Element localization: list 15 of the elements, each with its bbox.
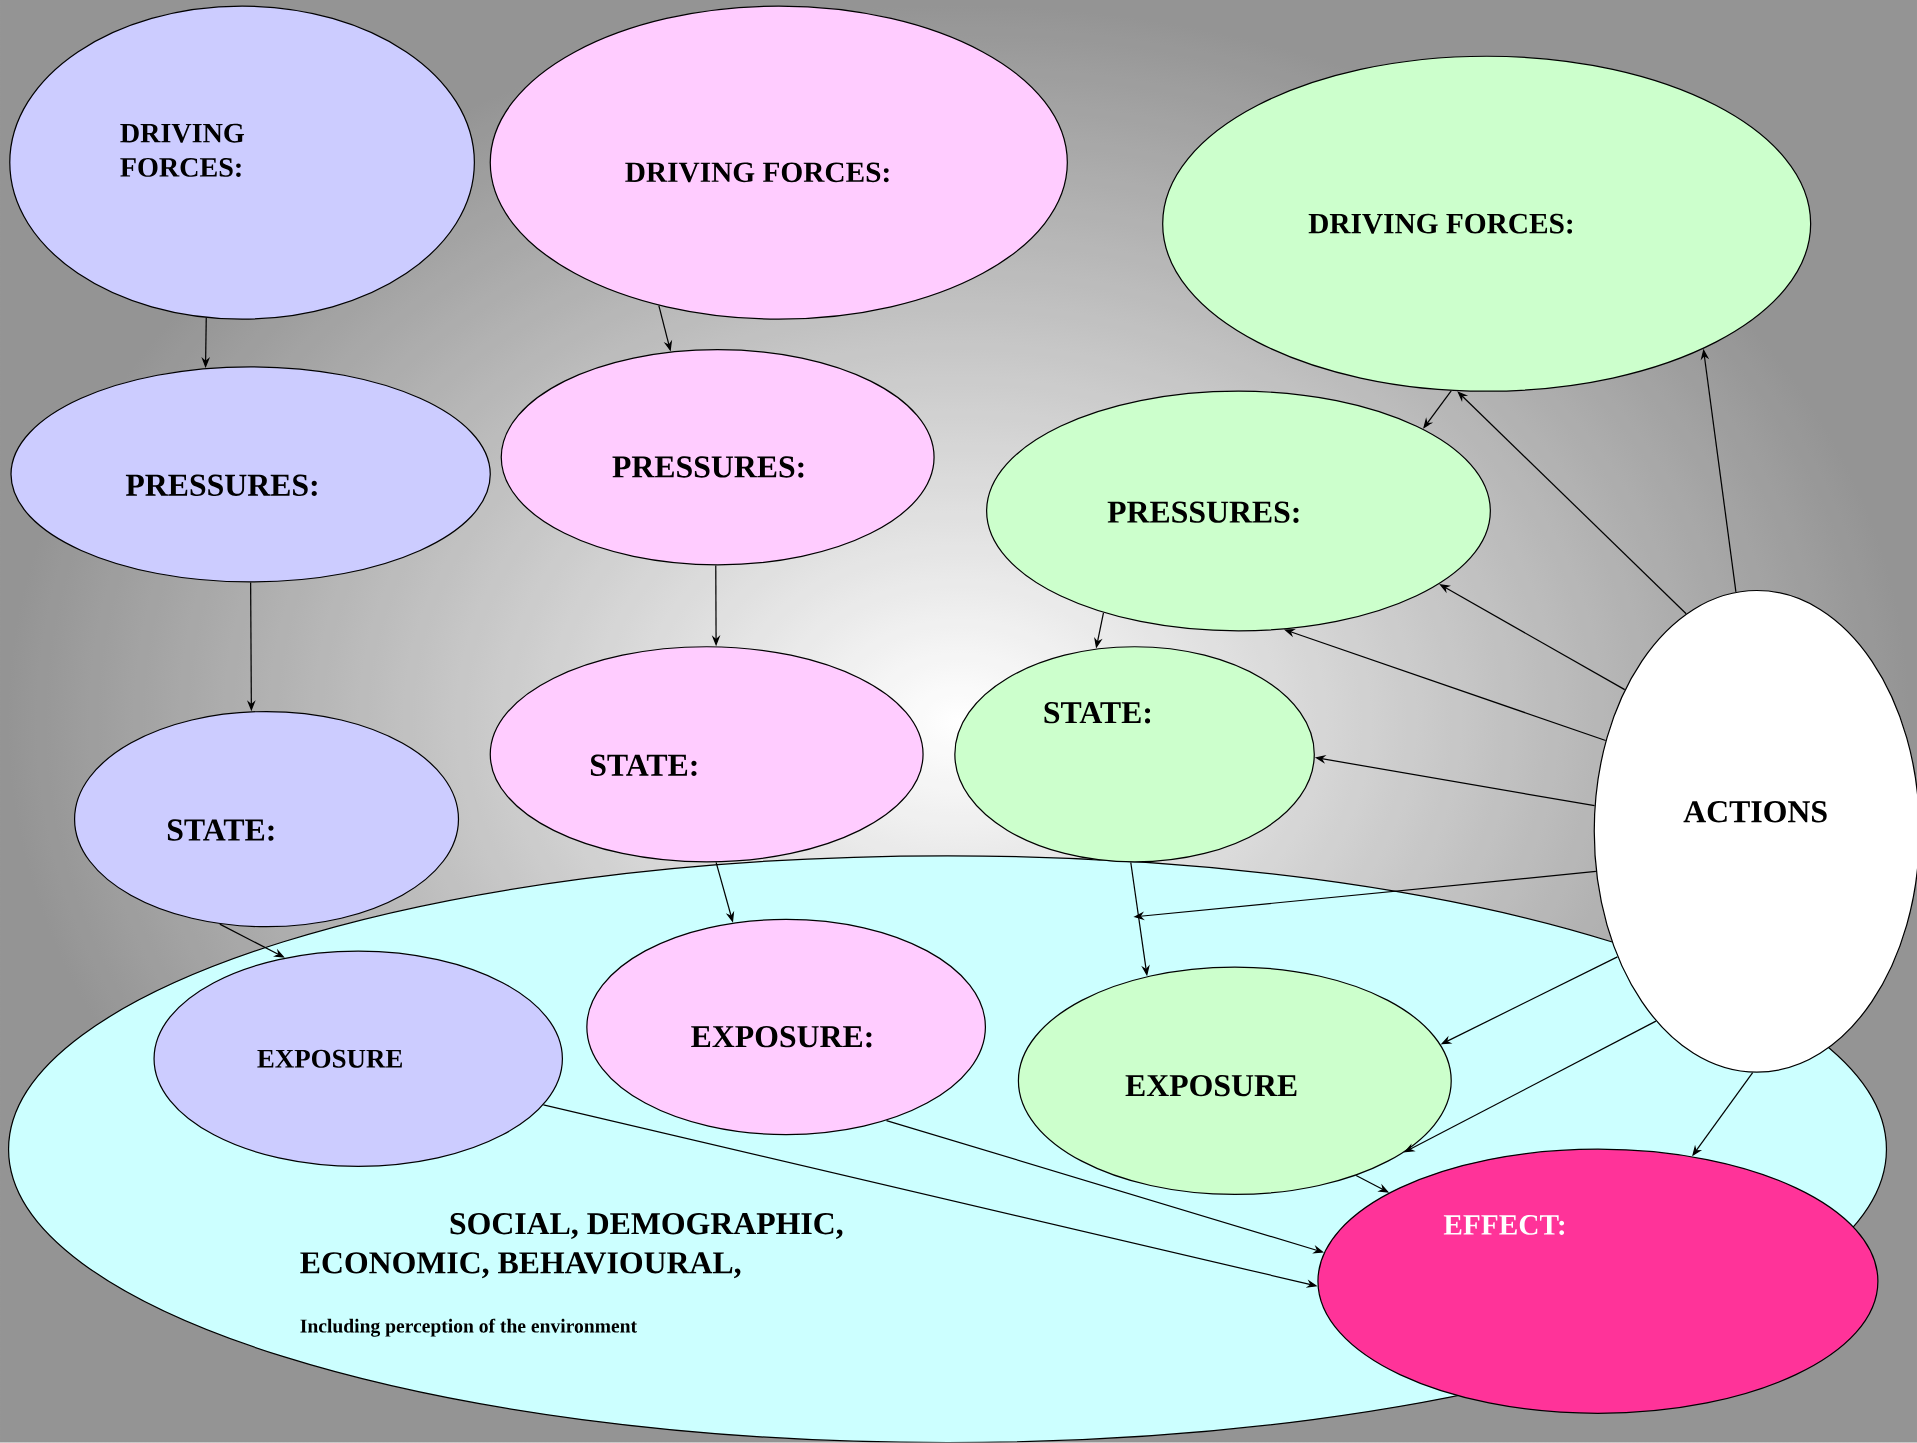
ellipse-node: STATE:	[74, 711, 460, 928]
ellipse-node: EXPOSURE	[153, 950, 563, 1168]
ellipse-node: EXPOSURE:	[586, 918, 986, 1136]
ellipse-node: PRESSURES:	[986, 390, 1491, 632]
ellipse-node: ACTIONS	[1593, 590, 1917, 1073]
ellipse-node: PRESSURES:	[10, 366, 491, 583]
ellipse-node: DRIVING FORCES:	[489, 5, 1068, 320]
ellipse-node: EFFECT:	[1317, 1148, 1879, 1415]
ellipse-node: DRIVING FORCES:	[1162, 55, 1812, 393]
ellipse-node: STATE:	[954, 646, 1315, 863]
ellipse-node: DRIVING FORCES:	[9, 5, 475, 320]
arrow	[1457, 391, 1687, 615]
ellipse-node: EXPOSURE	[1017, 966, 1452, 1196]
ellipse-node: STATE:	[489, 646, 924, 863]
ellipse-node: PRESSURES:	[500, 349, 935, 566]
